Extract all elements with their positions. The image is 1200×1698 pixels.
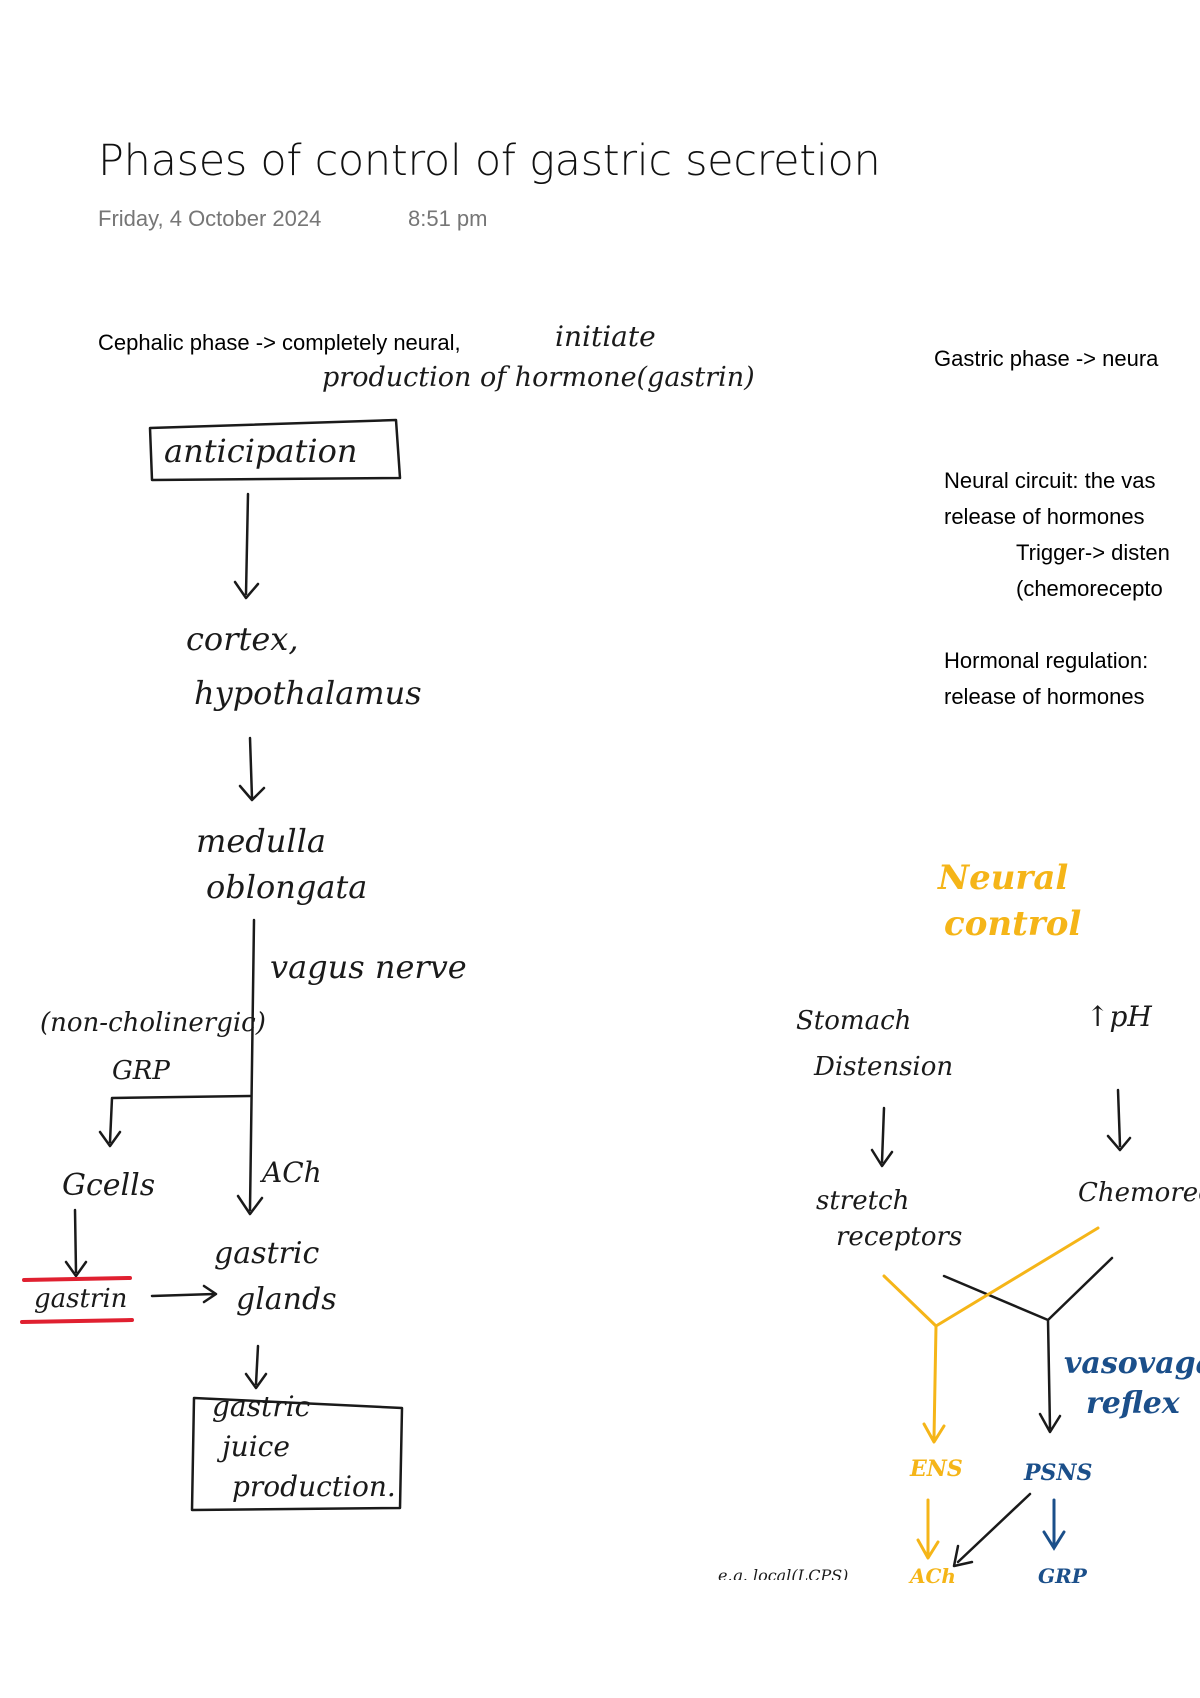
- juice-box: [190, 1396, 404, 1512]
- ach-label: ACh: [262, 1156, 322, 1189]
- hormonal-line1: Hormonal regulation:: [944, 648, 1149, 673]
- gastrin-label: gastrin: [34, 1284, 128, 1314]
- arrow-gastrin-glands: [150, 1284, 218, 1304]
- medulla-label: medulla: [196, 822, 326, 860]
- hormonal-line2: release of hormones: [944, 684, 1145, 709]
- cortex-label: cortex,: [186, 620, 299, 658]
- ph-label: ↑pH: [1086, 1000, 1152, 1033]
- arrow-hypothalamus-medulla: [238, 736, 266, 802]
- vagus-nerve-line: [236, 918, 264, 1216]
- distension-label: Distension: [814, 1052, 954, 1082]
- arrow-distension-stretch: [870, 1106, 894, 1168]
- cephalic-note-production: production of hormone(gastrin): [322, 362, 755, 393]
- cephalic-heading: Cephalic phase -> completely neural,: [98, 330, 461, 355]
- trigger-line1: Trigger-> disten: [1016, 540, 1170, 565]
- psns-label: PSNS: [1024, 1460, 1093, 1486]
- gastrin-underline-bottom: [20, 1318, 134, 1324]
- gastric-heading: Gastric phase -> neura: [934, 346, 1159, 371]
- neural-control-line1: Neural: [938, 858, 1069, 898]
- arrow-anticipation-cortex: [233, 492, 260, 600]
- arrow-psns-grp: [1042, 1498, 1066, 1551]
- page-date: Friday, 4 October 2024: [98, 206, 322, 231]
- arrow-ens-ach: [916, 1498, 940, 1560]
- glands-label: glands: [236, 1282, 337, 1317]
- anticipation-label: anticipation: [164, 432, 358, 470]
- vagus-nerve-label: vagus nerve: [270, 948, 467, 986]
- grp-label: GRP: [112, 1056, 170, 1086]
- neural-circuit-line1: Neural circuit: the vas: [944, 468, 1156, 493]
- grp-gastric-label: GRP: [1038, 1564, 1087, 1588]
- juice-gastric-label: gastric: [212, 1390, 311, 1423]
- psns-branch: [942, 1256, 1114, 1434]
- cephalic-note-initiate: initiate: [555, 320, 656, 353]
- juice-production-label: production.: [232, 1470, 396, 1503]
- receptors-label: receptors: [836, 1222, 963, 1252]
- stretch-label: stretch: [816, 1186, 910, 1216]
- gastric-label: gastric: [214, 1236, 320, 1271]
- trigger-line2: (chemorecepto: [1016, 576, 1163, 601]
- arrow-psns-ach: [952, 1492, 1032, 1568]
- grp-branch: [98, 1094, 252, 1148]
- stomach-label: Stomach: [796, 1006, 912, 1036]
- page-time: 8:51 pm: [408, 206, 488, 231]
- gcells-label: Gcells: [62, 1168, 156, 1203]
- anticipation-box: [148, 418, 402, 482]
- page-title: Phases of control of gastric secretion: [98, 136, 881, 186]
- cut-off-annotation: e.g. local(LCPS): [718, 1566, 849, 1580]
- chemoreceptors-label: Chemorec: [1078, 1178, 1200, 1208]
- ens-branch: [882, 1226, 1100, 1444]
- arrow-gcells-gastrin: [64, 1208, 88, 1278]
- vasovagal-line1: vasovaga: [1064, 1346, 1200, 1381]
- arrow-glands-juice: [244, 1344, 268, 1390]
- gastrin-underline-top: [22, 1276, 132, 1282]
- ens-label: ENS: [910, 1456, 963, 1482]
- vasovagal-line2: reflex: [1086, 1386, 1180, 1421]
- noncholinergic-label: (non-cholinergic): [40, 1008, 266, 1038]
- hypothalamus-label: hypothalamus: [194, 674, 422, 712]
- neural-circuit-line2: release of hormones: [944, 504, 1145, 529]
- neural-control-line2: control: [944, 904, 1082, 944]
- arrow-ph-chemo: [1106, 1088, 1132, 1152]
- juice-juice-label: juice: [222, 1430, 290, 1463]
- oblongata-label: oblongata: [206, 868, 368, 906]
- ach-gastric-label: ACh: [910, 1564, 956, 1588]
